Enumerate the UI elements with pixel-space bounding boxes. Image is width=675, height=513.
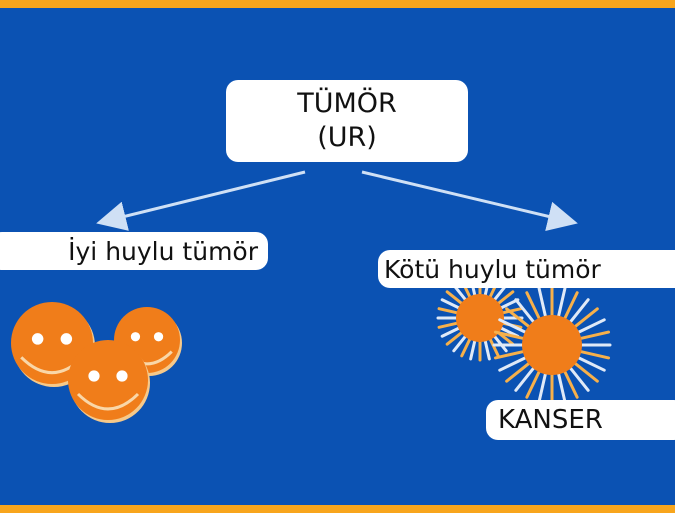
cancer-label-box: KANSER [486,400,675,440]
malignant-label-box: Kötü huylu tümör [378,250,675,288]
bottom-border [0,505,675,513]
arrow-to-malignant [361,170,578,232]
benign-cells [11,302,182,423]
benign-label-box: İyi huylu tümör [0,232,268,270]
root-title: TÜMÖR [297,88,397,119]
benign-label: İyi huylu tümör [68,236,258,266]
cancer-cells [436,274,612,405]
cancer-label: KANSER [498,405,603,435]
arrow-to-benign [96,170,306,231]
benign-cell [68,340,150,423]
cancer-cell [492,285,612,405]
malignant-label: Kötü huylu tümör [384,254,601,284]
tumor-root-box: TÜMÖR (UR) [226,80,468,162]
top-border [0,0,675,8]
root-subtitle: (UR) [317,122,377,153]
cancer-cell [436,274,524,362]
